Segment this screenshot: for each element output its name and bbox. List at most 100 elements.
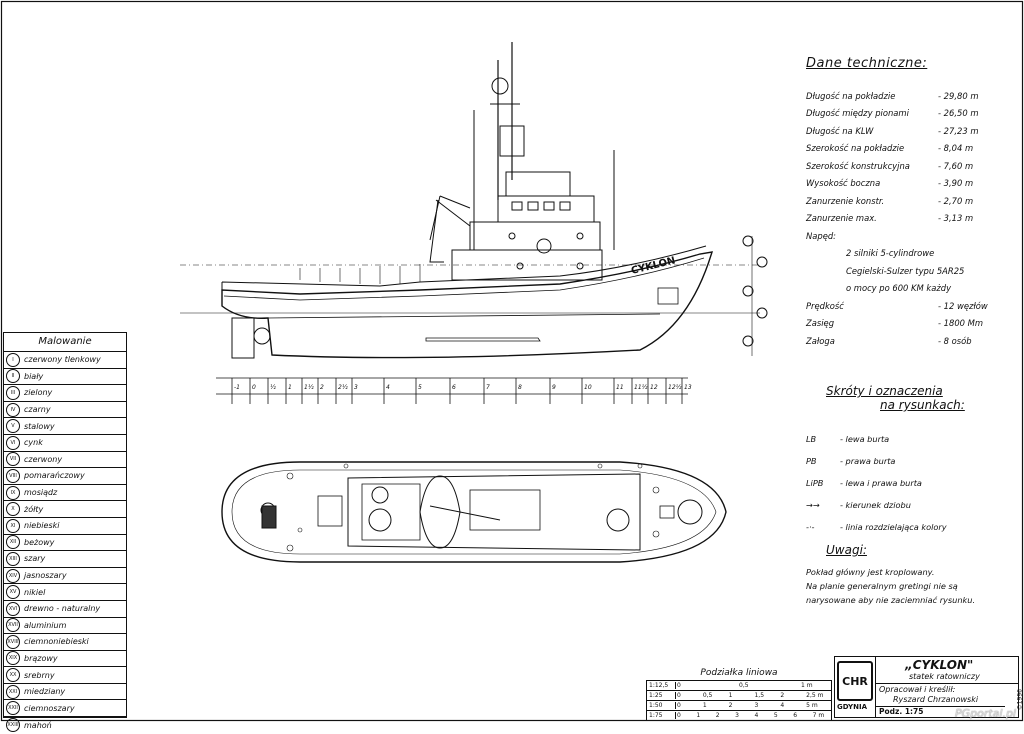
- spec-value: - 7,60 m: [938, 160, 974, 171]
- spec-label: Zanurzenie konstr.: [806, 195, 885, 206]
- painting-row: XIX brązowy: [4, 651, 126, 668]
- title-author: Ryszard Chrzanowski: [893, 695, 979, 704]
- abbreviations: Skróty i oznaczenia na rysunkach: LB- le…: [806, 384, 1016, 538]
- painting-number: VIII: [6, 468, 20, 483]
- painting-number: XIX: [6, 651, 20, 666]
- painting-color: brązowy: [24, 653, 58, 663]
- scale-mark: 1: [728, 692, 733, 699]
- title-scale: Podz. 1:75: [879, 707, 924, 716]
- scale-ratio: 1:12,5: [647, 682, 676, 689]
- scale-mark: 0: [677, 692, 681, 699]
- painting-color: pomarańczowy: [24, 471, 85, 481]
- painting-number: XIV: [6, 568, 20, 583]
- spec-value: - 3,13 m: [938, 213, 974, 224]
- scale-mark: 2: [728, 702, 733, 709]
- note-line: narysowane aby nie zaciemniać rysunku.: [806, 595, 976, 605]
- frame-label: 12: [650, 384, 658, 391]
- painting-number: XII: [6, 535, 20, 550]
- painting-number: IX: [6, 485, 20, 500]
- painting-color: czerwony tlenkowy: [24, 355, 101, 365]
- scale-mark: 2,5 m: [806, 692, 824, 699]
- abbreviations-title: Skróty i oznaczenia: [826, 384, 943, 398]
- frame-label: 4: [386, 384, 390, 391]
- frame-label: 11½: [634, 384, 648, 391]
- spec-row: Załoga- 8 osób: [806, 332, 1016, 350]
- spec-row: Zasięg- 1800 Mm: [806, 315, 1016, 333]
- painting-color: czerwony: [24, 454, 63, 464]
- frame-label: 8: [518, 384, 522, 391]
- spec-label: Prędkość: [806, 300, 844, 311]
- frame-label: 1½: [304, 384, 314, 391]
- frame-label: 11: [616, 384, 624, 391]
- abbreviation-text: - lewa burta: [840, 434, 890, 444]
- abbreviation-row: LB- lewa burta: [806, 428, 1016, 450]
- technical-data-title: Dane techniczne:: [806, 56, 928, 71]
- notes: Uwagi: Pokład główny jest kroplowany. Na…: [806, 543, 1016, 609]
- spec-row: Zanurzenie max.- 3,13 m: [806, 210, 1016, 228]
- frame-label: 5: [418, 384, 422, 391]
- painting-color: czarny: [24, 405, 51, 415]
- abbreviations-title-2: na rysunkach:: [880, 398, 965, 412]
- painting-number: VII: [6, 452, 20, 467]
- frame-label: ½: [270, 384, 276, 391]
- abbreviation-row: PB- prawa burta: [806, 450, 1016, 472]
- scale-mark: 0: [677, 682, 681, 689]
- frame-label: 3: [354, 384, 358, 391]
- painting-color: cynk: [24, 438, 43, 448]
- spec-value: - 27,23 m: [938, 125, 979, 136]
- scale-bar-title: Podziałka liniowa: [700, 668, 778, 678]
- painting-color: ciemnoniebieski: [24, 637, 89, 647]
- painting-number: XVII: [6, 618, 20, 633]
- painting-color: srebrny: [24, 670, 55, 680]
- drive-line: 2 silniki 5-cylindrowe: [846, 248, 935, 259]
- painting-number: XXIII: [6, 718, 20, 733]
- scale-mark: 0,5: [702, 692, 713, 699]
- painting-row: XX srebrny: [4, 667, 126, 684]
- spec-value: - 29,80 m: [938, 90, 979, 101]
- plan-view: [221, 461, 727, 563]
- painting-color: aluminium: [24, 620, 67, 630]
- spec-label: Wysokość boczna: [806, 178, 881, 189]
- spec-row: Długość na KLW - 27,23 m: [806, 122, 1016, 140]
- abbreviation-row: LiPB- lewa i prawa burta: [806, 472, 1016, 494]
- spec-label: Zasięg: [806, 318, 835, 329]
- scale-mark: 7 m: [812, 712, 825, 719]
- painting-number: V: [6, 419, 20, 434]
- painting-number: XX: [6, 668, 20, 683]
- spec-label: Długość na KLW: [806, 125, 874, 136]
- painting-row: IX mosiądz: [4, 485, 126, 502]
- logo-city: GDYNIA: [837, 703, 867, 711]
- painting-color: szary: [24, 554, 46, 564]
- notes-title: Uwagi:: [826, 543, 867, 557]
- frame-label: 0: [252, 384, 256, 391]
- spec-label: Długość na pokładzie: [806, 90, 896, 101]
- spec-value: - 2,70 m: [938, 195, 974, 206]
- note-line: Pokład główny jest kroplowany.: [806, 567, 935, 577]
- scale-mark: 4: [780, 702, 785, 709]
- abbreviation-text: - lewa i prawa burta: [840, 478, 922, 488]
- side-view: CYKLON: [180, 42, 768, 359]
- painting-number: XXI: [6, 684, 20, 699]
- title-name: „CYKLON": [905, 658, 974, 672]
- spec-row: Szerokość konstrukcyjna- 7,60 m: [806, 157, 1016, 175]
- drive-line: Cegielski-Sulzer typu 5AR25: [846, 265, 965, 276]
- scale-mark: 2: [715, 712, 720, 719]
- painting-color: mosiądz: [24, 488, 58, 498]
- spec-value: - 3,90 m: [938, 178, 974, 189]
- spec-value: - 8,04 m: [938, 143, 974, 154]
- drive-line: o mocy po 600 KM każdy: [846, 283, 952, 294]
- note-line: Na planie generalnym gretingi nie są: [806, 581, 958, 591]
- spec-row: Szerokość na pokładzie- 8,04 m: [806, 140, 1016, 158]
- ship-name-hull: CYKLON: [630, 255, 677, 277]
